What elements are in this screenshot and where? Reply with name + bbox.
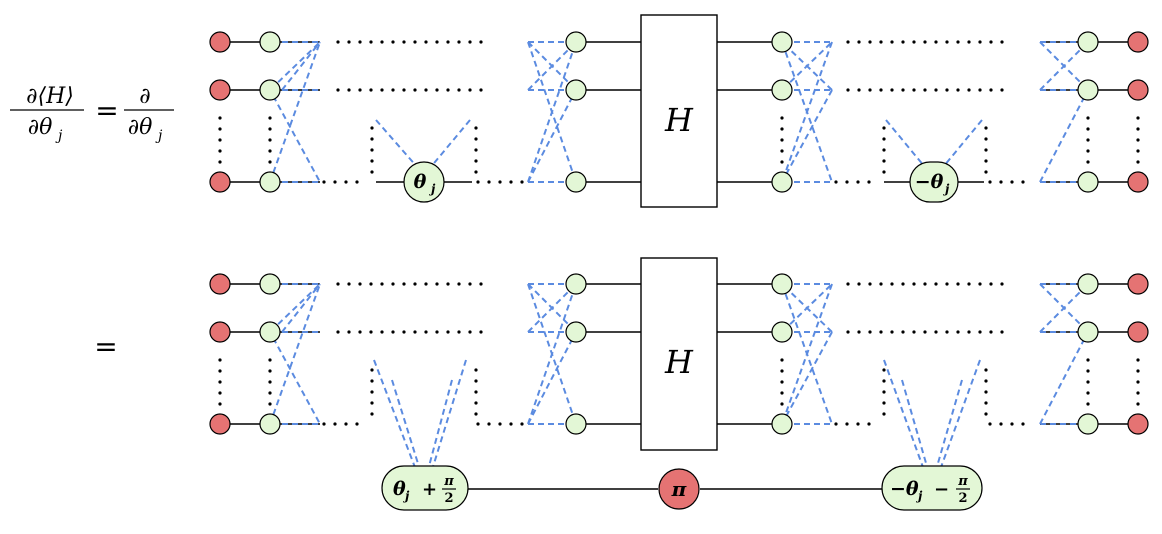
lhs-denominator: ∂θ [28, 115, 53, 140]
entangling-links-left [269, 283, 323, 425]
rotation-node [259, 171, 281, 193]
entangling-links-mid-right [781, 283, 835, 425]
theta-plus-symbol: θ [393, 478, 406, 500]
neg-theta-gate: −θ j [909, 161, 959, 203]
output-qubit [1127, 321, 1149, 343]
bottom-circuit: H θ j + π 2 π −θ j − π 2 [209, 257, 1149, 511]
rotation-node [565, 171, 587, 193]
theta-plus-operator: + [422, 479, 437, 500]
input-qubit [209, 413, 231, 435]
rotation-node [565, 79, 587, 101]
neg-theta-gate-symbol: −θ [915, 171, 944, 193]
theta-gate-symbol: θ [414, 171, 427, 193]
neg-theta-minus-frac-num: π [957, 474, 968, 489]
lhs-numerator: ∂⟨H⟩ [26, 84, 74, 109]
rotation-node [259, 31, 281, 53]
entangling-links-mid-left [527, 283, 577, 425]
theta-gate-subscript: j [429, 182, 436, 196]
input-qubit [209, 31, 231, 53]
rotation-node [1077, 273, 1099, 295]
derivative-expression: ∂⟨H⟩ ∂θ j = ∂ ∂θ j = [10, 84, 174, 363]
output-qubit [1127, 171, 1149, 193]
neg-theta-minus-frac-den: 2 [958, 491, 967, 506]
rotation-node [1077, 79, 1099, 101]
input-qubit [209, 171, 231, 193]
rotation-node [771, 321, 793, 343]
output-qubit [1127, 273, 1149, 295]
output-qubit [1127, 31, 1149, 53]
theta-plus-frac-den: 2 [444, 491, 453, 506]
output-qubit [1127, 79, 1149, 101]
pi-gate-label: π [671, 477, 687, 501]
entangling-links-mid-left [527, 41, 577, 183]
rotation-node [259, 79, 281, 101]
operator-denominator-subscript: j [155, 128, 163, 144]
gate-links-right [885, 119, 983, 167]
first-equals-sign: = [95, 94, 118, 127]
rotation-node [1077, 31, 1099, 53]
rotation-node [1077, 321, 1099, 343]
operator-denominator: ∂θ [128, 115, 153, 140]
rotation-node [259, 413, 281, 435]
shifted-gate-links-right [883, 359, 981, 471]
input-qubit [209, 321, 231, 343]
gate-links-left [375, 119, 471, 169]
rotation-node [259, 273, 281, 295]
shifted-gate-links-left [373, 359, 467, 471]
theta-gate: θ j [403, 161, 445, 203]
neg-theta-minus-subscript: j [916, 489, 923, 503]
rotation-node [565, 273, 587, 295]
rotation-node [1077, 171, 1099, 193]
second-equals-sign: = [94, 330, 117, 363]
neg-theta-minus-half-pi-node [881, 465, 983, 511]
output-qubit [1127, 413, 1149, 435]
top-circuit: H θ j −θ j [209, 14, 1149, 208]
rotation-node [565, 321, 587, 343]
input-qubit [209, 273, 231, 295]
rotation-node [565, 413, 587, 435]
theta-plus-half-pi-node [381, 465, 469, 511]
theta-plus-frac-num: π [443, 474, 454, 489]
theta-gate-node [403, 161, 445, 203]
rotation-node [771, 171, 793, 193]
neg-theta-minus-operator: − [934, 479, 949, 500]
entangling-links-left [269, 41, 323, 183]
hamiltonian-box [640, 14, 718, 208]
neg-theta-gate-subscript: j [943, 182, 950, 196]
hamiltonian-box [640, 257, 718, 451]
hamiltonian-label: H [664, 343, 694, 381]
theta-plus-subscript: j [403, 489, 410, 503]
pi-gate-node [658, 468, 700, 510]
entangling-links-mid-right [781, 41, 835, 183]
neg-theta-minus-half-pi-gate: −θ j − π 2 [881, 465, 983, 511]
rotation-node [771, 413, 793, 435]
theta-plus-half-pi-gate: θ j + π 2 [381, 465, 469, 511]
entangling-links-right [1039, 283, 1089, 425]
entangling-links-right [1039, 41, 1089, 183]
neg-theta-gate-node [909, 161, 959, 203]
hamiltonian-label: H [664, 101, 694, 139]
operator-numerator: ∂ [139, 84, 150, 109]
input-qubit [209, 79, 231, 101]
lhs-denominator-subscript: j [55, 128, 63, 144]
rotation-node [771, 31, 793, 53]
rotation-node [259, 321, 281, 343]
rotation-node [771, 79, 793, 101]
rotation-node [565, 31, 587, 53]
rotation-node [1077, 413, 1099, 435]
pi-gate: π [658, 468, 700, 510]
rotation-node [771, 273, 793, 295]
neg-theta-minus-symbol: −θ [890, 478, 919, 500]
